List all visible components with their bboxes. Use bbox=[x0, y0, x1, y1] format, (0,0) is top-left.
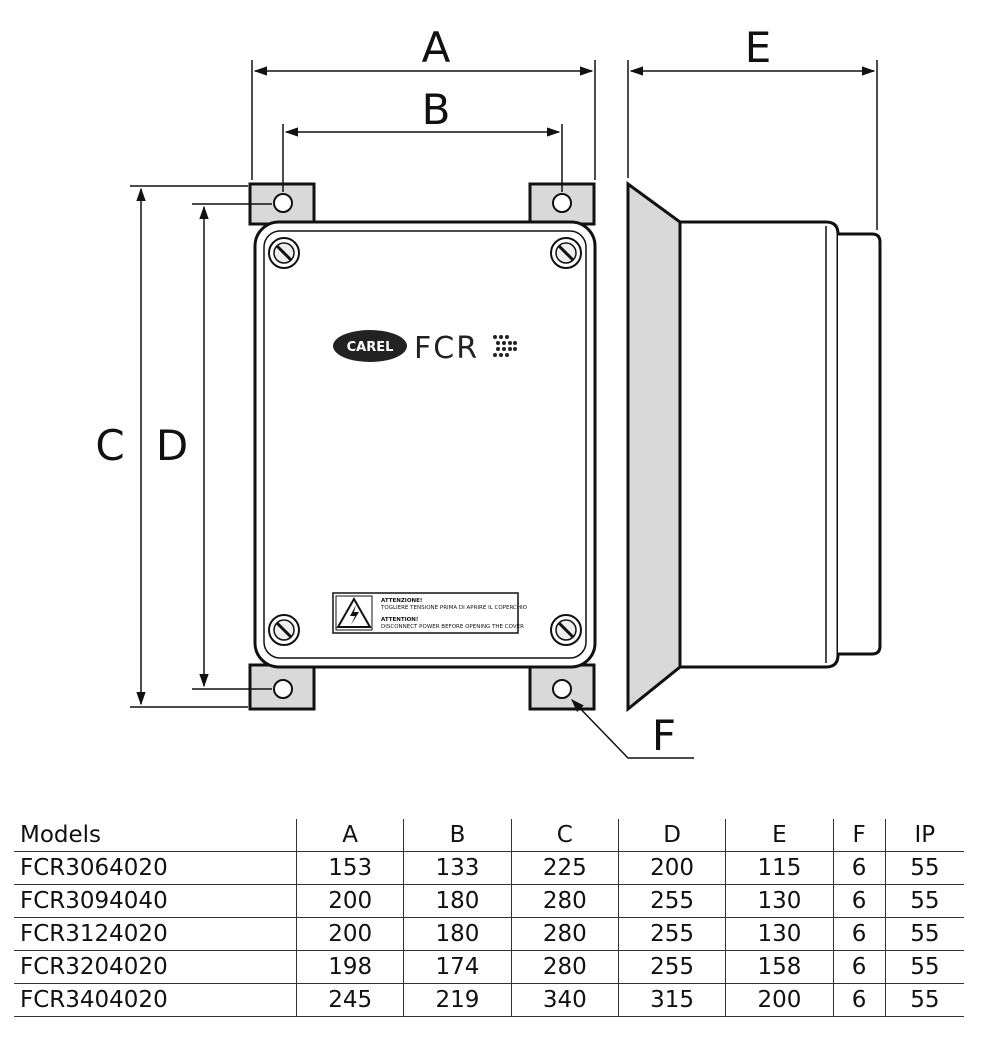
table-cell: 55 bbox=[884, 884, 964, 918]
table-cell: 158 bbox=[725, 950, 834, 984]
table-header-cell: F bbox=[832, 819, 886, 852]
table-cell: 55 bbox=[884, 851, 964, 885]
table-cell: 6 bbox=[832, 983, 886, 1017]
table-cell: 180 bbox=[403, 917, 512, 951]
table-header-cell: B bbox=[403, 819, 512, 852]
table-cell-model: FCR3204020 bbox=[14, 950, 297, 984]
table-header-row: Models A B C D E F IP bbox=[14, 819, 964, 852]
carel-logo: CAREL bbox=[333, 330, 407, 362]
table-cell: 200 bbox=[295, 917, 404, 951]
table-header-cell: Models bbox=[14, 819, 297, 852]
table-cell: 6 bbox=[832, 950, 886, 984]
table-cell: 225 bbox=[510, 851, 619, 885]
dimension-label-c: C bbox=[95, 421, 124, 470]
lid-screw bbox=[550, 614, 582, 646]
warning-en-title: ATTENTION! bbox=[381, 617, 418, 623]
dimension-label-b: B bbox=[422, 85, 451, 134]
table-header-cell: D bbox=[617, 819, 726, 852]
mounting-hole bbox=[273, 193, 293, 213]
table-header-cell: IP bbox=[884, 819, 964, 852]
dimensions-table: Models A B C D E F IP FCR3064020 153 133… bbox=[14, 819, 964, 1017]
dimension-label-d: D bbox=[156, 421, 188, 470]
table-cell: 153 bbox=[295, 851, 404, 885]
mounting-hole bbox=[273, 679, 293, 699]
table-cell: 133 bbox=[403, 851, 512, 885]
table-cell: 255 bbox=[617, 950, 726, 984]
table-cell: 280 bbox=[510, 917, 619, 951]
dimension-label-e: E bbox=[745, 23, 772, 72]
table-header-cell: C bbox=[510, 819, 619, 852]
front-view: CAREL FCR ATTENZIONE! TOGLIERE TENSIONE … bbox=[248, 182, 597, 711]
table-cell: 315 bbox=[617, 983, 726, 1017]
table-cell: 255 bbox=[617, 884, 726, 918]
dimension-label-a: A bbox=[422, 23, 451, 72]
table-cell-model: FCR3094040 bbox=[14, 884, 297, 918]
table-cell: 6 bbox=[832, 917, 886, 951]
table-cell: 115 bbox=[725, 851, 834, 885]
table-header-cell: E bbox=[725, 819, 834, 852]
table-cell-model: FCR3404020 bbox=[14, 983, 297, 1017]
warning-it-title: ATTENZIONE! bbox=[381, 598, 422, 604]
table-cell: 55 bbox=[884, 917, 964, 951]
lid-screw bbox=[268, 614, 300, 646]
side-cover bbox=[838, 232, 882, 656]
table-cell: 280 bbox=[510, 884, 619, 918]
side-view bbox=[626, 181, 882, 713]
fcr-logo: FCR bbox=[414, 331, 517, 366]
table-cell: 55 bbox=[884, 983, 964, 1017]
table-cell-model: FCR3064020 bbox=[14, 851, 297, 885]
table-cell: 6 bbox=[832, 884, 886, 918]
mounting-hole bbox=[552, 679, 572, 699]
table-cell: 219 bbox=[403, 983, 512, 1017]
dimension-lines bbox=[130, 60, 878, 759]
table-cell: 198 bbox=[295, 950, 404, 984]
dimension-label-f: F bbox=[652, 711, 676, 760]
logo-brand-text: CAREL bbox=[347, 340, 394, 355]
table-cell: 200 bbox=[617, 851, 726, 885]
table-cell: 130 bbox=[725, 884, 834, 918]
table-cell: 340 bbox=[510, 983, 619, 1017]
table-cell: 130 bbox=[725, 917, 834, 951]
table-cell: 174 bbox=[403, 950, 512, 984]
table-row: FCR3124020 200 180 280 255 130 6 55 bbox=[14, 917, 964, 951]
warning-label: ATTENZIONE! TOGLIERE TENSIONE PRIMA DI A… bbox=[332, 592, 528, 634]
table-cell: 255 bbox=[617, 917, 726, 951]
warning-it-text: TOGLIERE TENSIONE PRIMA DI APRIRE IL COP… bbox=[380, 605, 528, 611]
table-row: FCR3204020 198 174 280 255 158 6 55 bbox=[14, 950, 964, 984]
fcr-dots-icon bbox=[493, 335, 517, 357]
table-cell: 6 bbox=[832, 851, 886, 885]
table-cell: 180 bbox=[403, 884, 512, 918]
mounting-hole bbox=[552, 193, 572, 213]
table-row: FCR3094040 200 180 280 255 130 6 55 bbox=[14, 884, 964, 918]
table-cell-model: FCR3124020 bbox=[14, 917, 297, 951]
table-row: FCR3404020 245 219 340 315 200 6 55 bbox=[14, 983, 964, 1017]
technical-drawing: CAREL FCR ATTENZIONE! TOGLIERE TENSIONE … bbox=[95, 23, 882, 760]
table-cell: 200 bbox=[725, 983, 834, 1017]
lid-screw bbox=[268, 237, 300, 269]
table-cell: 245 bbox=[295, 983, 404, 1017]
table-row: FCR3064020 153 133 225 200 115 6 55 bbox=[14, 851, 964, 885]
side-flange bbox=[626, 181, 682, 713]
logo-product-text: FCR bbox=[414, 331, 479, 366]
lid-screw bbox=[550, 237, 582, 269]
table-cell: 280 bbox=[510, 950, 619, 984]
table-cell: 200 bbox=[295, 884, 404, 918]
side-body bbox=[678, 220, 840, 669]
warning-en-text: DISCONNECT POWER BEFORE OPENING THE COVE… bbox=[381, 624, 524, 630]
table-cell: 55 bbox=[884, 950, 964, 984]
table-header-cell: A bbox=[295, 819, 404, 852]
